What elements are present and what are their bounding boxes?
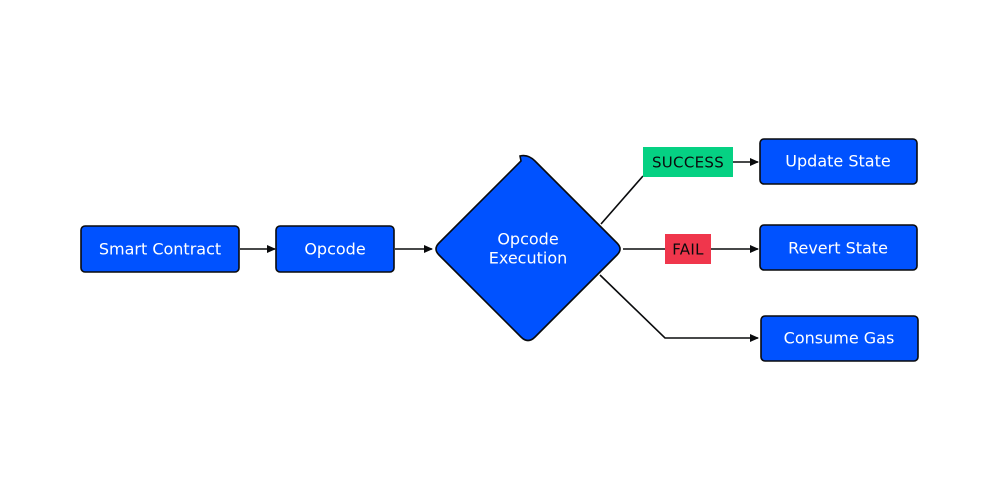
- edge-execution-to-update-state: [600, 175, 644, 225]
- node-consume-gas: Consume Gas: [760, 315, 919, 362]
- edge-execution-to-consume-gas: [599, 274, 759, 342]
- node-opcode: Opcode: [275, 225, 395, 273]
- node-execution-label-line2: Execution: [489, 249, 568, 268]
- node-update-state: Update State: [759, 138, 918, 185]
- node-opcode-label: Opcode: [304, 240, 365, 259]
- node-update-state-label: Update State: [785, 152, 890, 171]
- node-consume-gas-label: Consume Gas: [784, 329, 895, 348]
- node-opcode-execution: Opcode Execution: [435, 154, 621, 342]
- node-revert-state-label: Revert State: [788, 239, 888, 258]
- fail-label-text: FAIL: [672, 241, 704, 259]
- success-label: SUCCESS: [643, 147, 733, 177]
- node-smart-contract: Smart Contract: [80, 225, 240, 273]
- node-execution-label-line1: Opcode: [497, 230, 558, 249]
- fail-label: FAIL: [665, 234, 711, 264]
- node-revert-state: Revert State: [759, 224, 918, 271]
- success-label-text: SUCCESS: [652, 154, 724, 172]
- node-smart-contract-label: Smart Contract: [99, 240, 221, 259]
